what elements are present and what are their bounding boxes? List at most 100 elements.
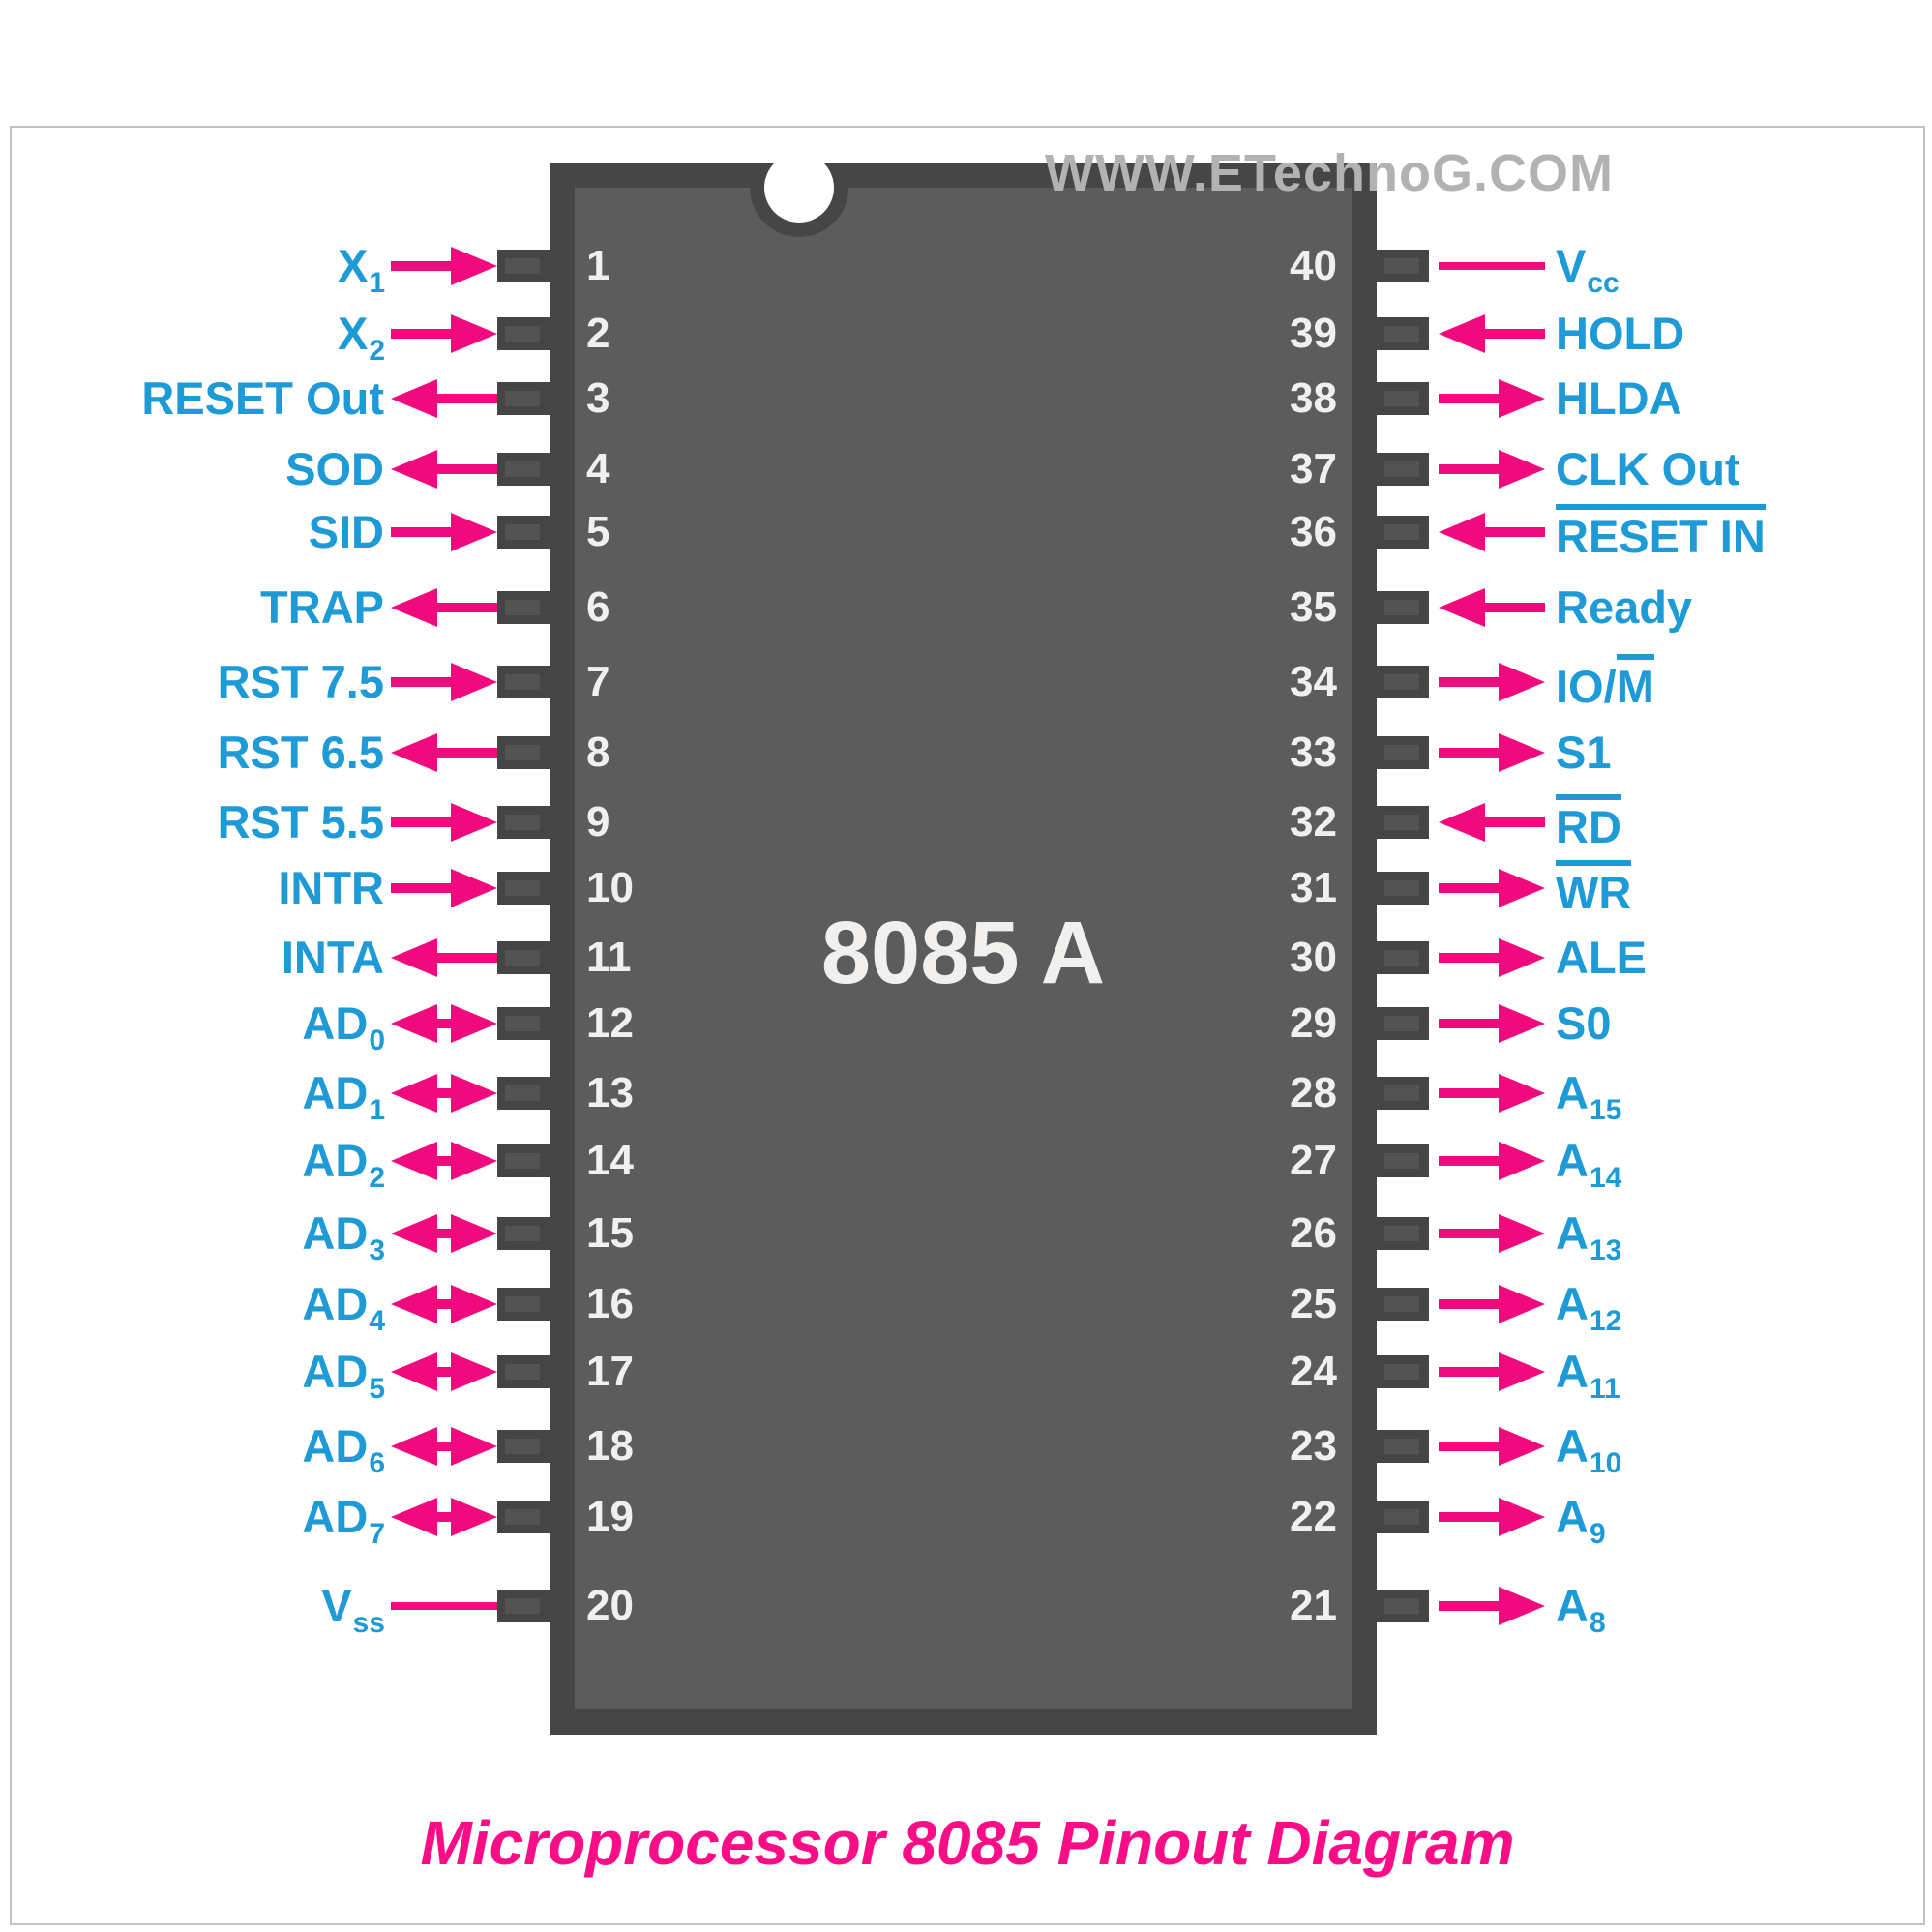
arrow-line <box>1475 527 1545 537</box>
pin-direction-arrow <box>1439 247 1545 285</box>
pin-direction-arrow <box>1439 1074 1545 1113</box>
pin-label-text: HOLD <box>1556 308 1685 359</box>
chip-notch-icon <box>764 163 834 223</box>
arrow-line <box>391 1602 497 1610</box>
pin-stub <box>1377 1077 1429 1110</box>
pin-label-text: S1 <box>1556 727 1612 778</box>
pin-stub-inner <box>505 880 540 896</box>
arrow-line <box>1439 1512 1508 1522</box>
pin-label-subscript: 14 <box>1589 1162 1622 1194</box>
pin-direction-arrow <box>391 247 497 285</box>
arrow-line <box>391 883 461 893</box>
pin-label-text: RESET Out <box>141 372 384 424</box>
pin-label: A8 <box>1556 1578 1923 1639</box>
pin-number: 21 <box>1290 1582 1337 1629</box>
pin-direction-arrow <box>391 450 497 489</box>
pin-label-subscript: 5 <box>369 1373 385 1405</box>
pin-direction-arrow <box>1439 513 1545 551</box>
pin-label-text: RST 6.5 <box>217 727 384 778</box>
pin-label: CLK Out <box>1556 441 1923 497</box>
pin-stub <box>497 1007 550 1040</box>
pin-stub <box>1377 1590 1429 1622</box>
pin-label-text: ALE <box>1556 932 1647 983</box>
pin-label: Vcc <box>1556 238 1923 299</box>
pin-direction-arrow <box>391 1498 497 1536</box>
pin-number: 12 <box>586 999 634 1047</box>
arrowhead-right-icon <box>1499 1427 1545 1466</box>
arrow-line <box>428 748 497 758</box>
pin-label-text: RST 5.5 <box>217 796 384 847</box>
arrowhead-right-icon <box>451 869 497 907</box>
pin-label: RST 5.5 <box>29 794 385 850</box>
chip-part-number: 8085 A <box>820 904 1106 1002</box>
pin-number: 35 <box>1290 583 1337 631</box>
arrowhead-right-icon <box>1499 869 1545 907</box>
arrow-line <box>1439 1088 1508 1098</box>
arrowhead-left-icon <box>391 1352 437 1391</box>
arrowhead-left-icon <box>1439 588 1485 627</box>
pin-stub <box>1377 1430 1429 1463</box>
pin-label: AD1 <box>29 1065 385 1126</box>
arrowhead-right-icon <box>1499 1498 1545 1536</box>
chip-body-inner <box>575 188 1352 1709</box>
pin-stub-inner <box>505 600 540 615</box>
pin-label-subscript: 2 <box>369 335 385 367</box>
pin-label: AD7 <box>29 1489 385 1550</box>
pin-label-text: SID <box>308 506 384 557</box>
arrowhead-right-icon <box>451 513 497 551</box>
pin-number: 23 <box>1290 1422 1337 1470</box>
arrowhead-right-icon <box>451 314 497 353</box>
pin-label: A14 <box>1556 1133 1923 1194</box>
pin-stub <box>497 1430 550 1463</box>
pin-stub-inner <box>1384 1085 1419 1101</box>
pin-label: INTR <box>29 860 385 916</box>
pin-stub <box>497 453 550 486</box>
pin-stub-inner <box>1384 1598 1419 1614</box>
pin-stub-inner <box>1384 1153 1419 1169</box>
pin-direction-arrow <box>1439 1285 1545 1323</box>
pin-direction-arrow <box>1439 663 1545 701</box>
pin-stub <box>1377 591 1429 624</box>
arrowhead-right-icon <box>1499 1587 1545 1625</box>
arrowhead-right-icon <box>1499 379 1545 418</box>
pin-label-text: RD <box>1556 794 1621 850</box>
pin-number: 29 <box>1290 999 1337 1047</box>
arrowhead-right-icon <box>451 247 497 285</box>
pin-label-text: A <box>1556 1346 1589 1397</box>
arrow-line <box>428 1088 461 1098</box>
pin-label-text: Ready <box>1556 581 1693 633</box>
pin-stub <box>497 250 550 282</box>
arrowhead-left-icon <box>1439 803 1485 842</box>
arrowhead-left-icon <box>1439 314 1485 353</box>
pin-direction-arrow <box>391 803 497 842</box>
pin-stub <box>497 317 550 350</box>
pin-stub-inner <box>1384 1509 1419 1525</box>
pin-stub-inner <box>505 745 540 760</box>
arrowhead-right-icon <box>1499 663 1545 701</box>
pin-stub-inner <box>1384 1226 1419 1241</box>
pin-label: AD2 <box>29 1133 385 1194</box>
arrow-line <box>428 1019 461 1028</box>
pin-label-subscript: 2 <box>369 1162 385 1194</box>
pin-label-text: A <box>1556 1420 1589 1471</box>
pin-label-subscript: 11 <box>1589 1373 1620 1405</box>
pin-stub-inner <box>1384 674 1419 690</box>
pin-direction-arrow <box>391 1427 497 1466</box>
pin-number: 37 <box>1290 445 1337 492</box>
pin-label: WR <box>1556 860 1923 916</box>
pin-label: RST 6.5 <box>29 725 385 781</box>
pin-label: SID <box>29 504 385 560</box>
pin-label-subscript: 4 <box>369 1305 385 1337</box>
pin-direction-arrow <box>1439 803 1545 842</box>
pin-label: RESET IN <box>1556 504 1923 560</box>
arrow-line <box>1439 262 1545 270</box>
pin-label-subscript: 13 <box>1589 1234 1622 1266</box>
arrowhead-left-icon <box>391 1142 437 1180</box>
pin-label-subscript: 9 <box>1589 1518 1606 1550</box>
arrow-line <box>1475 817 1545 827</box>
pin-direction-arrow <box>1439 1427 1545 1466</box>
pin-label: RD <box>1556 794 1923 850</box>
pin-label-subscript: 1 <box>369 267 385 299</box>
pin-stub <box>1377 666 1429 698</box>
pin-label-subscript: ss <box>352 1607 385 1639</box>
